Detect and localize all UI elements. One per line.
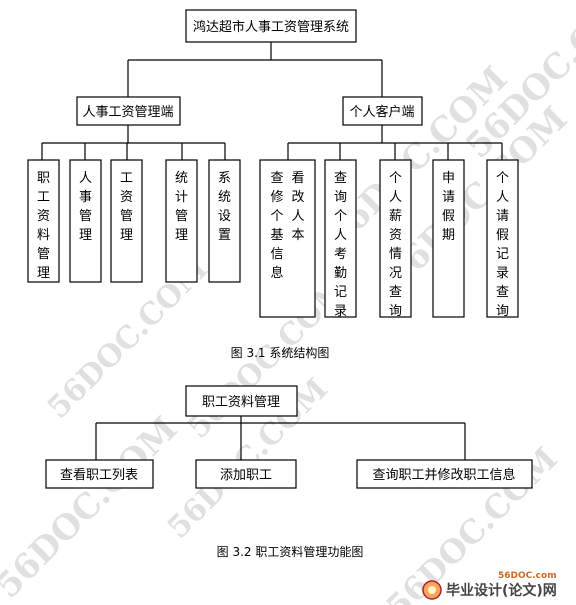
client-module-5-char: 记 bbox=[496, 247, 509, 262]
admin-module-2-char: 人 bbox=[79, 171, 92, 186]
admin-module-1-char: 工 bbox=[37, 190, 50, 205]
admin-module-5-char: 系 bbox=[218, 171, 231, 186]
client-module-1-char: 修 bbox=[270, 190, 283, 205]
figure-1-caption: 图 3.1 系统结构图 bbox=[231, 345, 330, 360]
client-module-5-char: 假 bbox=[496, 228, 509, 243]
fig2-root-box bbox=[185, 385, 298, 417]
client-module-2-char: 个 bbox=[334, 209, 347, 224]
fig2-child-label-2: 添加职工 bbox=[220, 468, 272, 483]
fig2-root-label: 职工资料管理 bbox=[202, 395, 280, 410]
root-node-label: 鸿达超市人事工资管理系统 bbox=[193, 19, 349, 35]
admin-module-4-char: 计 bbox=[175, 190, 188, 205]
admin-module-3-char: 资 bbox=[120, 190, 133, 205]
client-module-5-char: 录 bbox=[496, 266, 509, 281]
figure-2-caption: 图 3.2 职工资料管理功能图 bbox=[217, 544, 364, 559]
client-module-3-char: 情 bbox=[389, 247, 402, 262]
admin-module-2-box bbox=[69, 159, 102, 283]
client-module-2-char: 记 bbox=[334, 285, 347, 300]
admin-module-5-box bbox=[208, 159, 241, 283]
fig2-child-label-1: 查看职工列表 bbox=[60, 467, 138, 483]
fig2-child-box-2 bbox=[195, 459, 297, 489]
client-module-1-char: 本 bbox=[291, 228, 304, 243]
admin-branch-label: 人事工资管理端 bbox=[82, 105, 173, 120]
admin-module-4-char: 管 bbox=[175, 209, 188, 224]
admin-module-4-box bbox=[165, 159, 198, 283]
admin-module-2-char: 事 bbox=[79, 190, 92, 205]
admin-module-1-char: 理 bbox=[37, 266, 50, 281]
admin-module-4-char: 统 bbox=[175, 171, 188, 186]
logo-emblem-core bbox=[428, 586, 436, 594]
admin-module-3-char: 工 bbox=[120, 171, 133, 186]
client-module-2-char: 查 bbox=[334, 171, 347, 186]
client-module-2-char: 录 bbox=[334, 304, 347, 319]
site-logo: 56DOC.com 毕业设计(论文)网 bbox=[422, 571, 557, 600]
admin-module-2-char: 理 bbox=[79, 228, 92, 243]
root-node-box bbox=[185, 9, 357, 43]
logo-domain: 56DOC.com bbox=[498, 571, 557, 581]
client-module-2-box bbox=[324, 159, 357, 318]
fig2-child-box-3 bbox=[356, 459, 533, 489]
admin-module-5-char: 置 bbox=[218, 228, 231, 243]
client-module-5-char: 询 bbox=[496, 304, 509, 319]
client-module-3-char: 个 bbox=[389, 171, 402, 186]
admin-module-4-char: 理 bbox=[175, 228, 188, 243]
client-module-1-char: 看 bbox=[291, 170, 304, 186]
client-module-5-char: 查 bbox=[496, 285, 509, 300]
client-module-5-char: 请 bbox=[496, 209, 509, 224]
admin-module-1-char: 管 bbox=[37, 247, 50, 262]
client-module-3-char: 查 bbox=[389, 285, 402, 300]
client-module-4-char: 申 bbox=[442, 171, 455, 186]
client-module-1-box bbox=[259, 159, 316, 318]
client-module-2-char: 勤 bbox=[334, 266, 347, 281]
client-module-1-char: 个 bbox=[270, 209, 283, 224]
admin-module-1-box bbox=[27, 159, 60, 283]
client-module-2-char: 询 bbox=[334, 190, 347, 205]
client-module-5-char: 人 bbox=[496, 190, 509, 205]
client-module-1-char: 改 bbox=[291, 190, 304, 205]
client-module-3-char: 薪 bbox=[389, 209, 402, 224]
client-module-2-char: 考 bbox=[334, 247, 347, 262]
figure-3-2: 职工资料管理 查看职工列表 添加职工 查询职工并修改职工信息 图 3.2 职工资… bbox=[45, 385, 533, 559]
admin-module-2-char: 管 bbox=[79, 209, 92, 224]
client-module-1-char: 信 bbox=[270, 247, 283, 262]
client-module-1-char: 查 bbox=[270, 171, 283, 186]
logo-text: 毕业设计(论文)网 bbox=[446, 582, 557, 599]
admin-module-3-box bbox=[110, 159, 143, 283]
fig2-child-label-3: 查询职工并修改职工信息 bbox=[372, 467, 515, 483]
client-module-4-char: 请 bbox=[442, 190, 455, 205]
admin-module-5-char: 设 bbox=[218, 209, 231, 224]
client-module-5-box bbox=[486, 159, 519, 318]
client-module-2-char: 人 bbox=[334, 228, 347, 243]
client-module-4-char: 假 bbox=[442, 209, 455, 224]
admin-module-1-char: 资 bbox=[37, 209, 50, 224]
client-module-3-char: 况 bbox=[389, 266, 402, 281]
client-module-3-box bbox=[379, 159, 412, 318]
watermark-7: 56DOC.COM bbox=[0, 409, 185, 605]
client-module-1-char: 息 bbox=[270, 265, 283, 281]
client-module-5-char: 个 bbox=[496, 171, 509, 186]
fig2-child-box-1 bbox=[45, 459, 154, 489]
client-module-1-char: 基 bbox=[270, 228, 283, 243]
client-branch-label: 个人客户端 bbox=[349, 104, 414, 120]
admin-module-1-char: 职 bbox=[37, 171, 50, 186]
admin-module-3-char: 理 bbox=[120, 228, 133, 243]
admin-module-1-char: 料 bbox=[37, 228, 50, 243]
figure-3-1: 鸿达超市人事工资管理系统 人事工资管理端 个人客户端 职工资料管理人事管理工资管… bbox=[27, 9, 519, 360]
admin-module-5-char: 统 bbox=[218, 190, 231, 205]
client-module-3-char: 资 bbox=[389, 228, 402, 243]
client-module-3-char: 询 bbox=[389, 304, 402, 319]
client-module-4-char: 期 bbox=[442, 228, 455, 243]
client-module-4-box bbox=[432, 159, 465, 318]
admin-module-3-char: 管 bbox=[120, 209, 133, 224]
client-module-1-char: 人 bbox=[291, 209, 304, 224]
client-module-3-char: 人 bbox=[389, 190, 402, 205]
